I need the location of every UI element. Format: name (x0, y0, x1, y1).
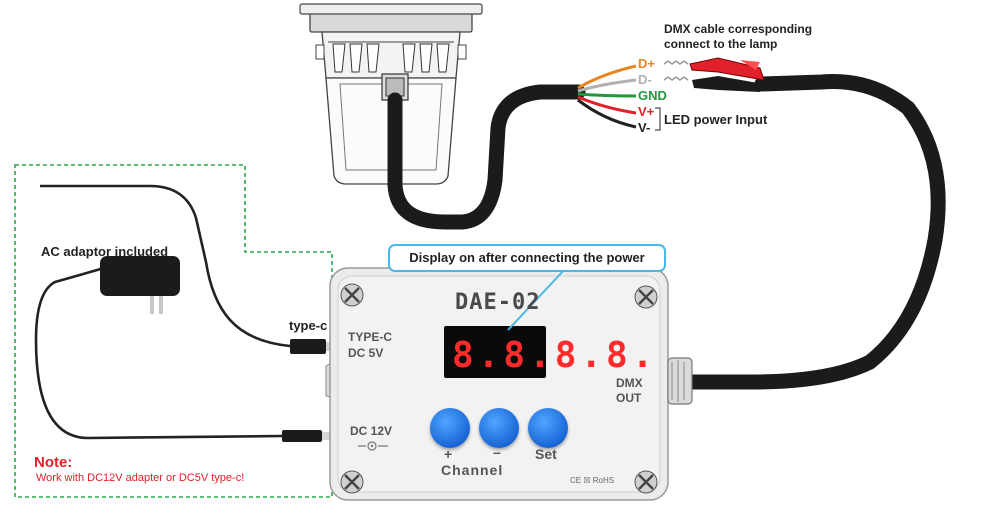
screw-bottom-right (634, 470, 658, 494)
dmx-out-label-2: OUT (616, 391, 642, 405)
dc12v-port-label: DC 12V (350, 424, 393, 438)
set-button[interactable] (528, 408, 568, 448)
alligator-clips (689, 57, 765, 92)
type-c-label: type-c (289, 318, 328, 333)
device-model: DAE-02 (455, 290, 541, 315)
note-text: Work with DC12V adapter or DC5V type-c! (36, 472, 245, 484)
minus-button-label: – (493, 444, 501, 460)
screw-bottom-left (340, 470, 364, 494)
lamp-cable (387, 84, 586, 230)
dmx-cable (674, 74, 946, 390)
screw-top-left (340, 283, 364, 307)
typec-port-label-2: DC 5V (348, 346, 384, 360)
certification-marks: CE ☒ RoHS (570, 476, 615, 485)
led-power-label: LED power Input (664, 112, 768, 127)
wire-label-gnd: GND (638, 88, 667, 103)
screw-top-right (634, 285, 658, 309)
display-callout: Display on after connecting the power (388, 244, 666, 272)
dmx-cable-label: DMX cable corresponding connect to the l… (664, 22, 813, 51)
minus-button[interactable] (479, 408, 519, 448)
channel-label: Channel (441, 462, 504, 478)
note-title: Note: (34, 454, 73, 471)
wire-label-vminus: V- (638, 120, 651, 135)
wire-label-dminus: D- (638, 72, 652, 87)
ac-adaptor-label: AC adaptor included (41, 244, 169, 259)
adapter-dashed-region (14, 164, 333, 498)
typec-port-label-1: TYPE-C (348, 330, 393, 344)
plus-button-label: + (444, 446, 453, 462)
plus-button[interactable] (430, 408, 470, 448)
wire-label-dplus: D+ (638, 56, 655, 71)
seven-segment-display: 8.8.8.8. (452, 335, 658, 376)
dae-02-box (325, 267, 693, 501)
dmx-out-label-1: DMX (616, 376, 643, 390)
ac-adaptor (34, 184, 296, 440)
set-label: Set (535, 446, 557, 462)
wire-label-vplus: V+ (638, 104, 655, 119)
callout-pointer (507, 267, 567, 331)
